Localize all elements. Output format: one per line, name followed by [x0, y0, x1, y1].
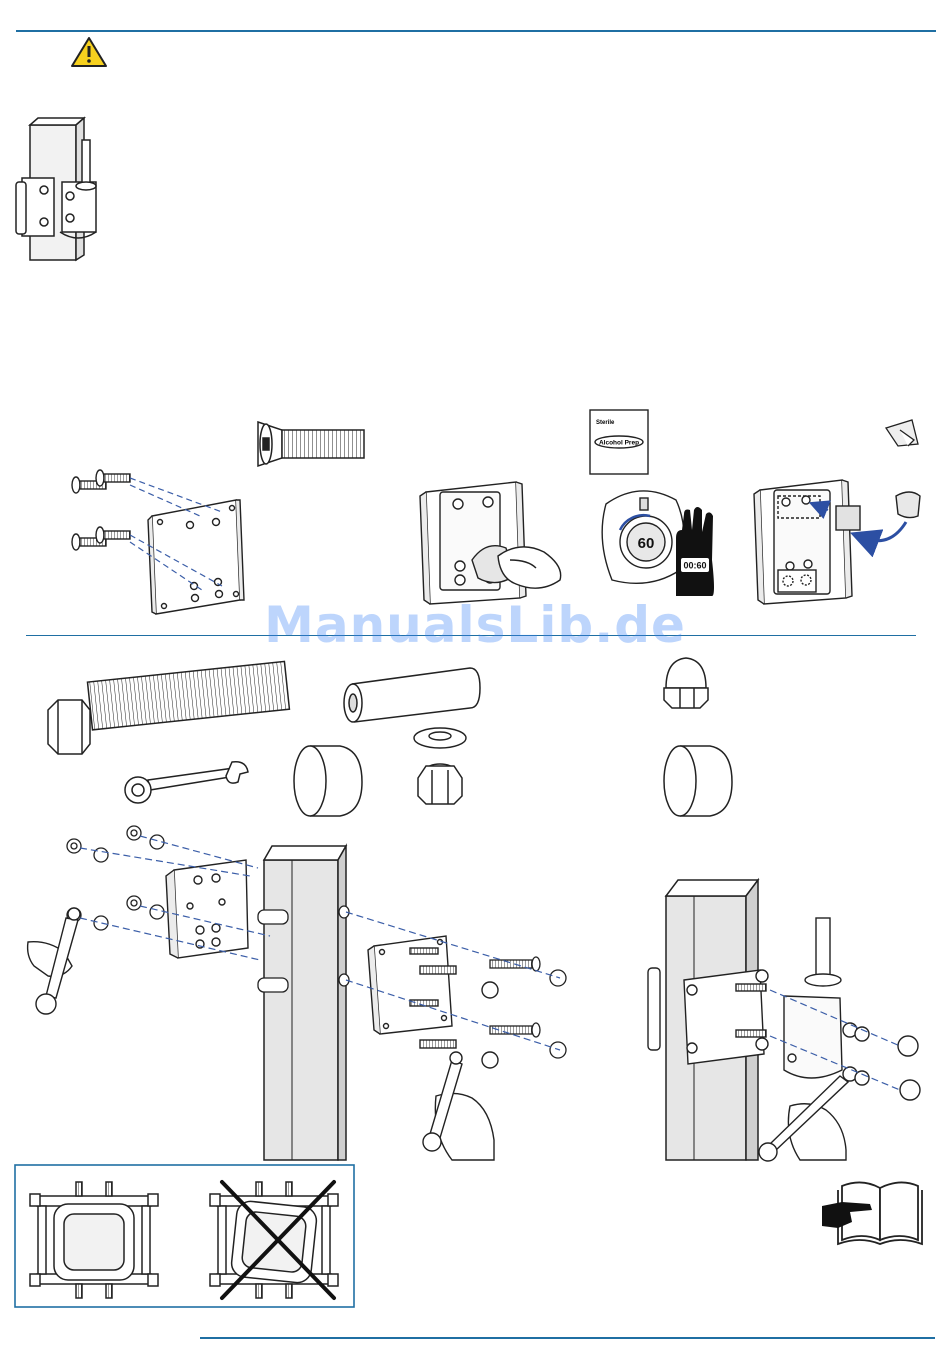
- square-post: [264, 846, 346, 1160]
- right-hand-with-wrench: [759, 1076, 848, 1161]
- center-hand-with-wrench: [423, 1052, 494, 1160]
- plate-with-adhesive: [754, 480, 920, 604]
- warning-icon: [72, 38, 106, 66]
- end-cap-left: [294, 746, 362, 816]
- nuts-and-washers-left: [67, 826, 164, 930]
- lock-nut: [418, 764, 462, 804]
- spacer-tube: [344, 668, 480, 722]
- hex-bolt-long: [48, 661, 289, 754]
- left-hand-with-wrench: [28, 908, 80, 1014]
- packet-label: Alcohol Prep: [599, 440, 639, 447]
- post-bracket-thumbnail: [16, 118, 96, 260]
- plate-wipe-clean: [420, 482, 561, 604]
- timer-seconds: 60: [638, 535, 655, 552]
- timer-icon: 60: [602, 491, 684, 583]
- end-cap-right: [664, 746, 732, 816]
- timer-display: 00:60: [683, 561, 706, 571]
- front-plate-assembly: [166, 860, 248, 958]
- manual-book-icon: [838, 1182, 922, 1244]
- back-plate-assembly: [368, 936, 498, 1068]
- back-bolts-and-caps: [490, 957, 566, 1058]
- alcohol-prep-packet: Sterile Alcohol Prep: [590, 410, 648, 474]
- packet-brand: Sterile: [596, 420, 615, 426]
- countersunk-screw: [258, 422, 364, 466]
- wrench-icon: [125, 762, 248, 803]
- cap-nut: [664, 658, 708, 708]
- plate-with-bolts: [72, 470, 244, 614]
- flat-washer: [414, 728, 466, 748]
- watermark: ManualsLib.de: [0, 596, 950, 654]
- apply-arrow: [864, 522, 906, 541]
- adhesive-pad-icon-small: [886, 420, 918, 446]
